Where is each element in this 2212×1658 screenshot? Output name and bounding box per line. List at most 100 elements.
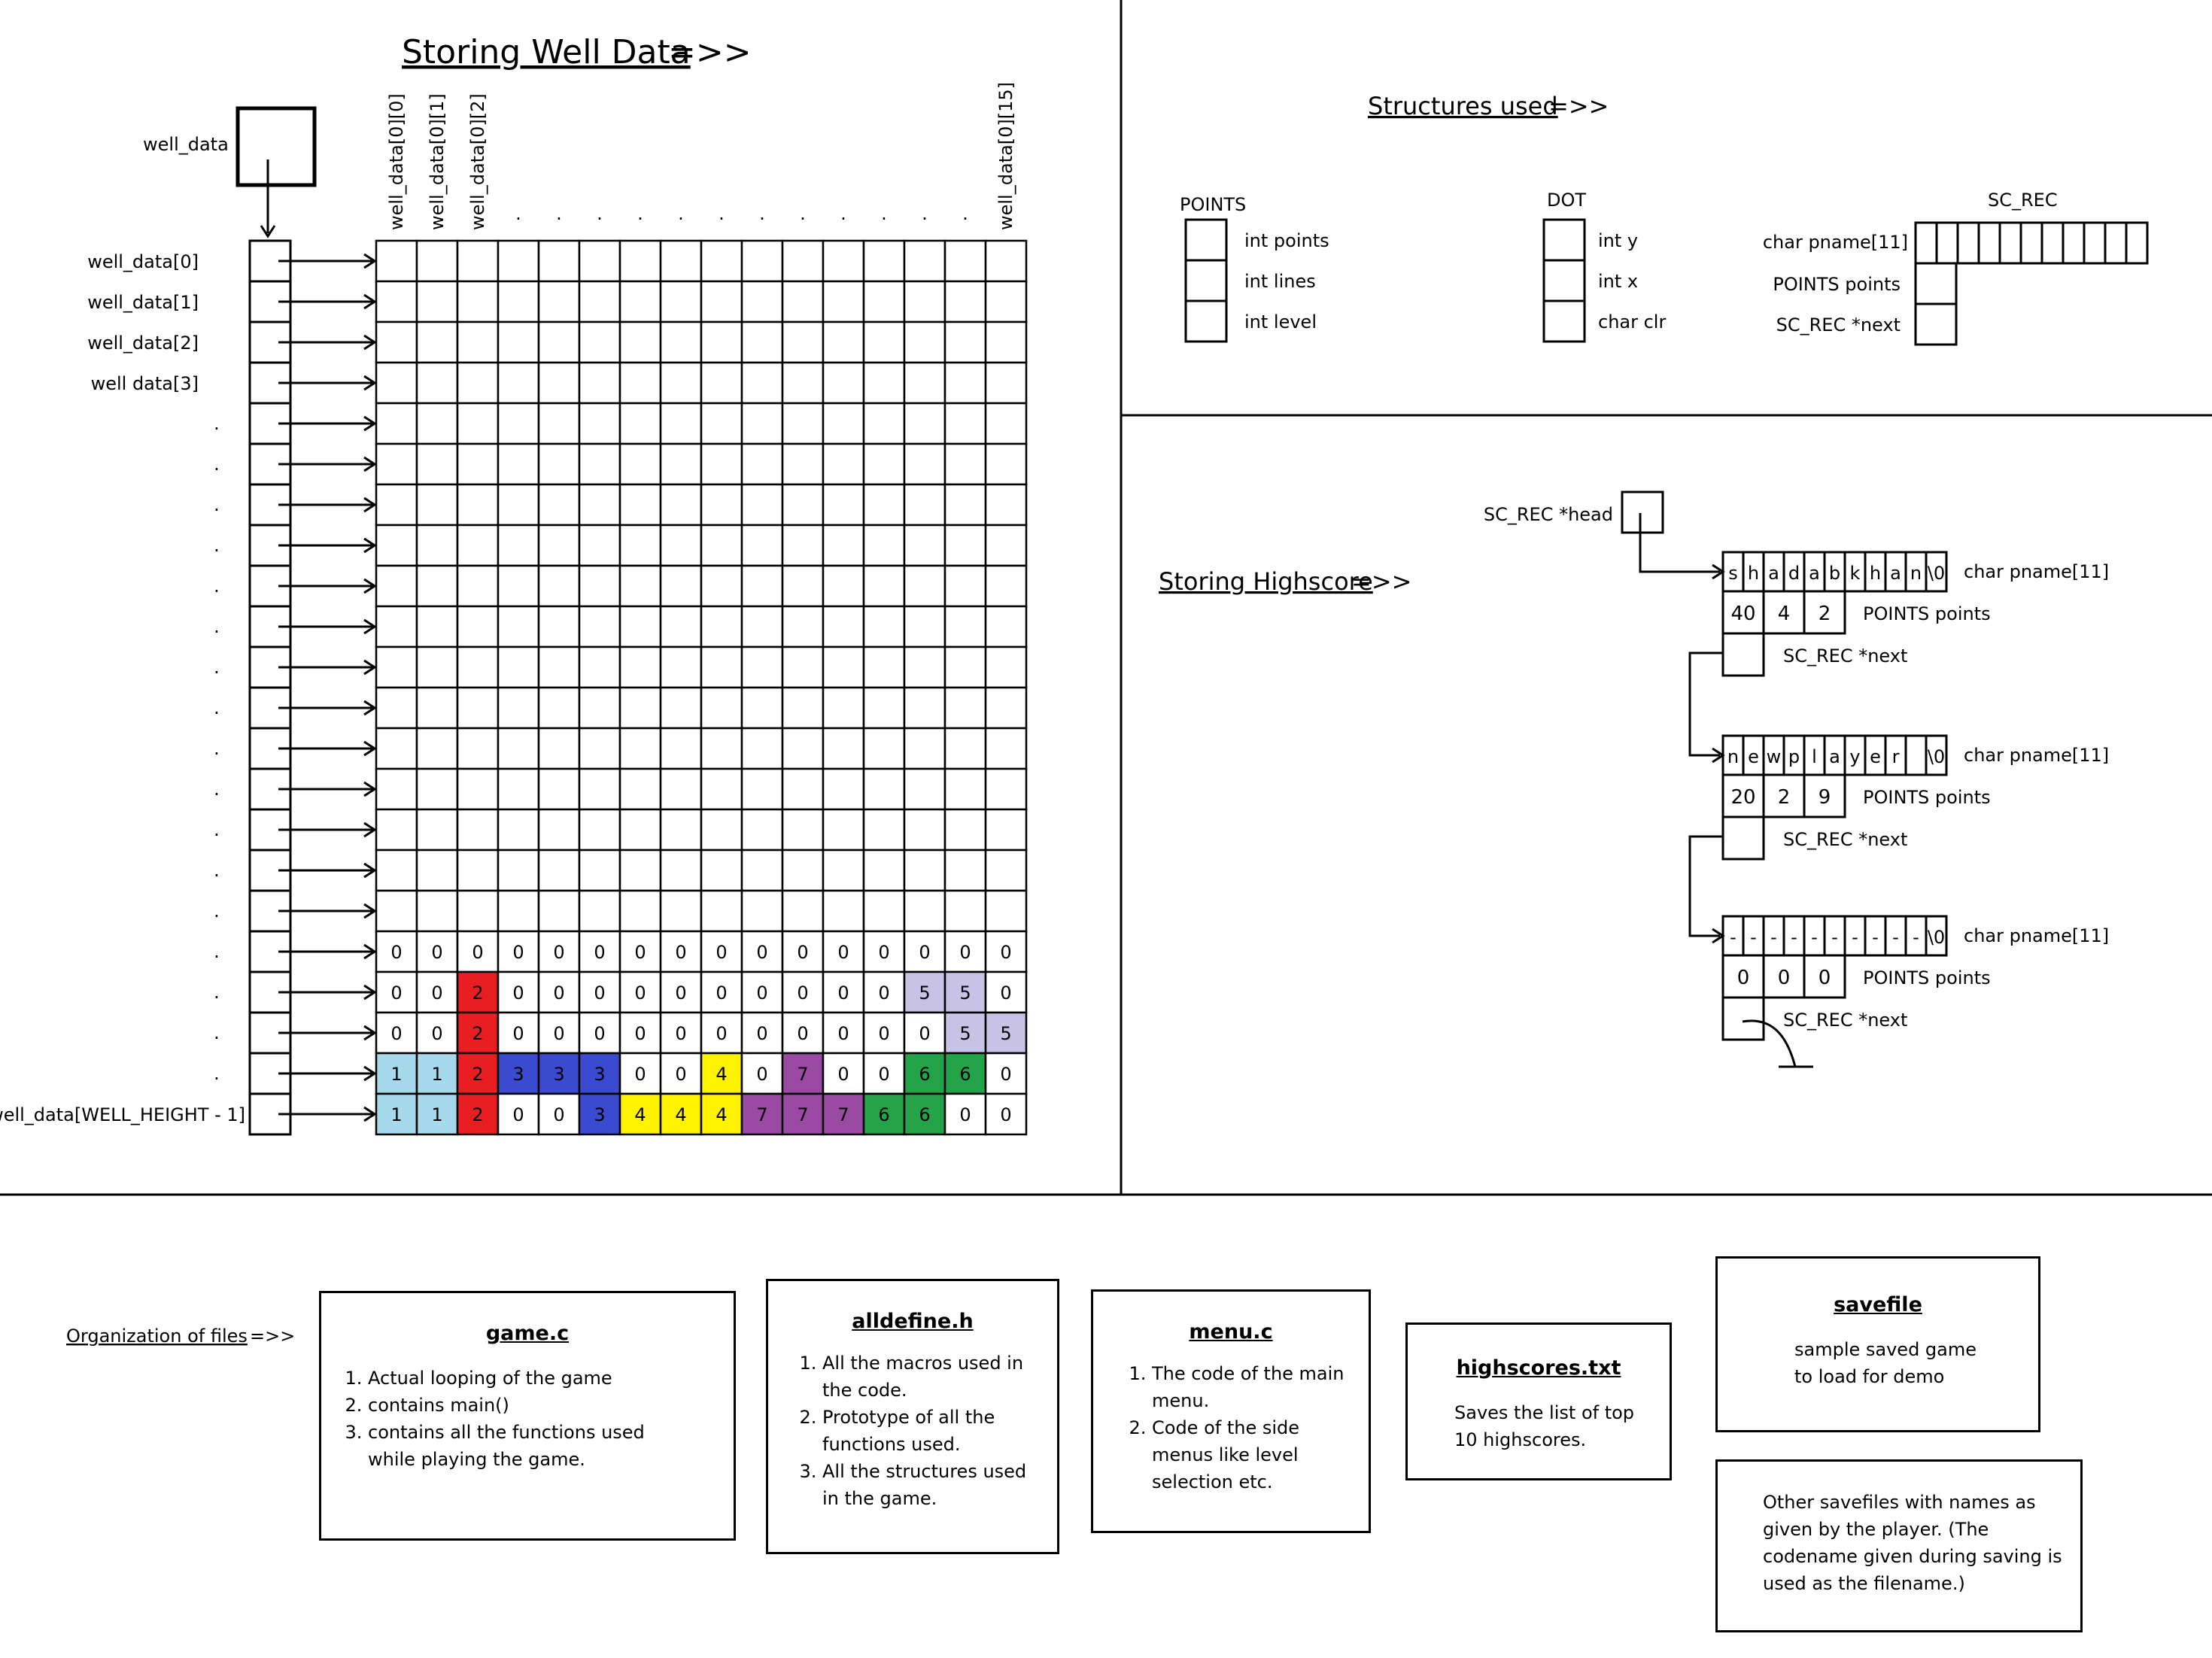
well-cell-value: 0 (1000, 1104, 1011, 1125)
record-next-box (1721, 815, 1765, 861)
well-cell (659, 767, 703, 811)
well-cell (822, 1052, 865, 1095)
record-next-label: SC_REC *next (1783, 829, 1907, 850)
column-ellipsis: . (922, 203, 928, 224)
well-cell (700, 239, 743, 283)
record-name-char: - (1750, 927, 1757, 948)
row-ellipsis: . (214, 941, 220, 962)
well-cell (822, 767, 865, 811)
well-cell-value: 0 (756, 982, 767, 1004)
record-name-char: l (1812, 746, 1817, 767)
well-cell (537, 1052, 581, 1095)
well-cell (618, 889, 662, 933)
well-cell (984, 483, 1028, 527)
well-cell (618, 320, 662, 364)
well-cell (903, 564, 946, 608)
row-label: well data[3] (91, 373, 199, 394)
well-cell (659, 239, 703, 283)
row-ellipsis: . (214, 1022, 220, 1043)
well-cell-value: 0 (512, 942, 524, 963)
well-cell (903, 361, 946, 405)
well-cell (862, 605, 906, 648)
well-cell-value: 4 (716, 1064, 727, 1085)
well-cell (943, 930, 987, 973)
sc-rec-struct-name: SC_REC (1988, 190, 2058, 211)
well-cell (537, 767, 581, 811)
well-cell (700, 280, 743, 323)
well-cell (578, 564, 621, 608)
column-ellipsis: . (962, 203, 968, 224)
well-cell-value: 0 (797, 1023, 808, 1044)
game-c-item: contains all the functions used while pl… (368, 1419, 691, 1473)
well-cell (497, 280, 540, 323)
well-cell (375, 402, 418, 445)
well-cell (497, 483, 540, 527)
well-cell (578, 930, 621, 973)
well-cell (456, 605, 500, 648)
well-cell (578, 727, 621, 770)
well-cell (862, 767, 906, 811)
well-cell (578, 402, 621, 445)
well-cell (375, 930, 418, 973)
well-cell (862, 524, 906, 567)
well-cell (740, 320, 784, 364)
well-cell (700, 361, 743, 405)
game-c-item: contains main() (368, 1392, 734, 1419)
well-cell (456, 808, 500, 852)
record-name-char: e (1748, 746, 1759, 767)
well-cell (578, 280, 621, 323)
record-name-cell (1904, 734, 1928, 776)
well-cell (943, 645, 987, 689)
well-cell (456, 483, 500, 527)
well-cell (740, 483, 784, 527)
well-cell (537, 320, 581, 364)
row-pointer-arrowhead (363, 984, 377, 1001)
points-struct-field-box (1184, 299, 1228, 343)
well-cell (415, 402, 459, 445)
column-ellipsis: . (719, 203, 725, 224)
column-ellipsis: . (678, 203, 684, 224)
well-cell (537, 605, 581, 648)
well-cell (984, 1092, 1028, 1136)
well-cell (456, 849, 500, 892)
well-cell (497, 727, 540, 770)
well-cell-value: 0 (1000, 982, 1011, 1004)
well-cell (700, 889, 743, 933)
record-points-label: POINTS points (1863, 787, 1991, 808)
well-cell (456, 1092, 500, 1136)
well-cell (497, 970, 540, 1014)
well-cell (740, 239, 784, 283)
well-cell (781, 808, 825, 852)
well-cell-value: 0 (959, 1104, 971, 1125)
well-cell (943, 1092, 987, 1136)
sc-rec-next-box (1914, 302, 1958, 346)
well-cell (862, 483, 906, 527)
row-pointer-arrowhead (363, 1106, 377, 1122)
row-ellipsis: . (214, 779, 220, 800)
well-cell-value: 0 (756, 942, 767, 963)
row-pointer-arrowhead (363, 537, 377, 554)
highscores-txt-title: highscores.txt (1456, 1356, 1621, 1380)
well-cell-value: 4 (634, 1104, 646, 1125)
well-cell (537, 280, 581, 323)
well-cell (903, 239, 946, 283)
record-name-char: \0 (1928, 563, 1945, 584)
record-points-value: 20 (1730, 786, 1755, 809)
row-pointer-arrowhead (363, 496, 377, 513)
well-cell (415, 645, 459, 689)
well-cell (740, 442, 784, 486)
well-cell (822, 645, 865, 689)
well-cell (903, 889, 946, 933)
record-name-cell (1925, 915, 1948, 957)
well-cell-value: 0 (756, 1064, 767, 1085)
well-cell (943, 320, 987, 364)
well-cell (497, 645, 540, 689)
points-struct-name: POINTS (1180, 194, 1246, 215)
well-cell (497, 808, 540, 852)
well-cell-value: 0 (512, 982, 524, 1004)
well-cell-value: 1 (431, 1104, 442, 1125)
well-cell (781, 402, 825, 445)
well-cell (943, 524, 987, 567)
well-cell-value: 6 (919, 1104, 930, 1125)
structures-section-title-arrow: =>> (1548, 92, 1609, 120)
